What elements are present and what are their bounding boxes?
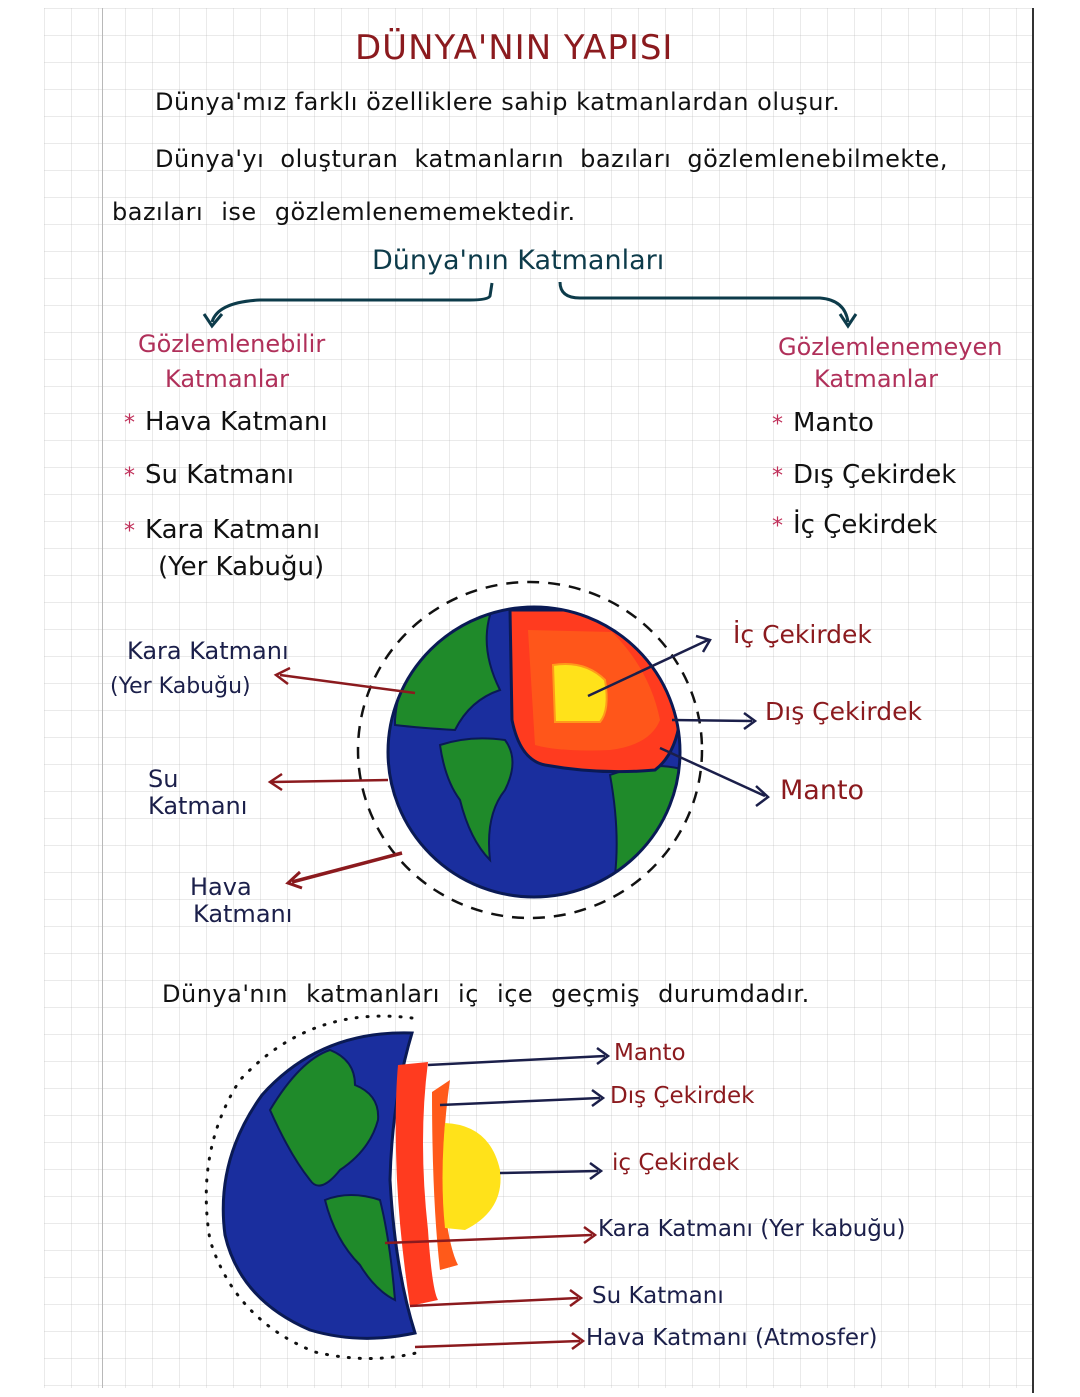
label2-water-layer: Su Katmanı — [592, 1283, 724, 1309]
label-outer-core: Dış Çekirdek — [765, 697, 922, 726]
label-water-layer-2: Katmanı — [148, 792, 248, 820]
nested-layers-sentence: Dünya'nın katmanları iç içe geçmiş durum… — [162, 980, 810, 1008]
bullet-star-icon: * — [124, 519, 135, 544]
observable-item-water: *Su Katmanı — [124, 460, 294, 490]
unobservable-heading-2: Katmanlar — [814, 365, 938, 393]
bullet-star-icon: * — [772, 514, 783, 539]
label-water-layer-1: Su — [148, 765, 179, 793]
label-inner-core: İç Çekirdek — [733, 620, 872, 649]
label2-inner-core: iç Çekirdek — [612, 1150, 740, 1176]
label2-land-layer: Kara Katmanı (Yer kabuğu) — [598, 1216, 906, 1242]
label2-mantle: Manto — [614, 1040, 686, 1066]
bullet-star-icon: * — [124, 411, 135, 436]
label2-air-layer: Hava Katmanı (Atmosfer) — [586, 1325, 878, 1351]
unobservable-heading-1: Gözlemlenemeyen — [778, 333, 1003, 361]
observable-heading-1: Gözlemlenebilir — [138, 330, 326, 358]
tree-root-label: Dünya'nın Katmanları — [372, 245, 665, 276]
bullet-star-icon: * — [772, 464, 783, 489]
unobservable-item-outer-core: *Dış Çekirdek — [772, 460, 957, 490]
page-title: DÜNYA'NIN YAPISI — [355, 28, 674, 68]
unobservable-item-inner-core: *İç Çekirdek — [772, 510, 938, 540]
label-land-layer-sub: (Yer Kabuğu) — [110, 674, 251, 699]
label-air-layer-2: Katmanı — [193, 900, 293, 928]
label-mantle: Manto — [780, 775, 865, 806]
observable-item-land-sub: (Yer Kabuğu) — [158, 552, 325, 582]
intro-line-2: Dünya'yı oluşturan katmanların bazıları … — [155, 145, 949, 173]
label2-outer-core: Dış Çekirdek — [610, 1083, 755, 1109]
unobservable-item-mantle: *Manto — [772, 408, 874, 438]
intro-line-3: bazıları ise gözlemlenememektedir. — [112, 198, 576, 226]
observable-heading-2: Katmanlar — [165, 365, 289, 393]
page-edge — [1032, 8, 1034, 1393]
label-air-layer-1: Hava — [190, 873, 252, 901]
margin-line — [102, 8, 103, 1388]
bullet-star-icon: * — [124, 464, 135, 489]
label-land-layer: Kara Katmanı — [127, 637, 289, 665]
observable-item-land: *Kara Katmanı — [124, 515, 321, 545]
bullet-star-icon: * — [772, 412, 783, 437]
intro-line-1: Dünya'mız farklı özelliklere sahip katma… — [155, 88, 841, 116]
atmosphere-dashed-ring — [356, 580, 704, 920]
observable-item-air: *Hava Katmanı — [124, 407, 328, 437]
